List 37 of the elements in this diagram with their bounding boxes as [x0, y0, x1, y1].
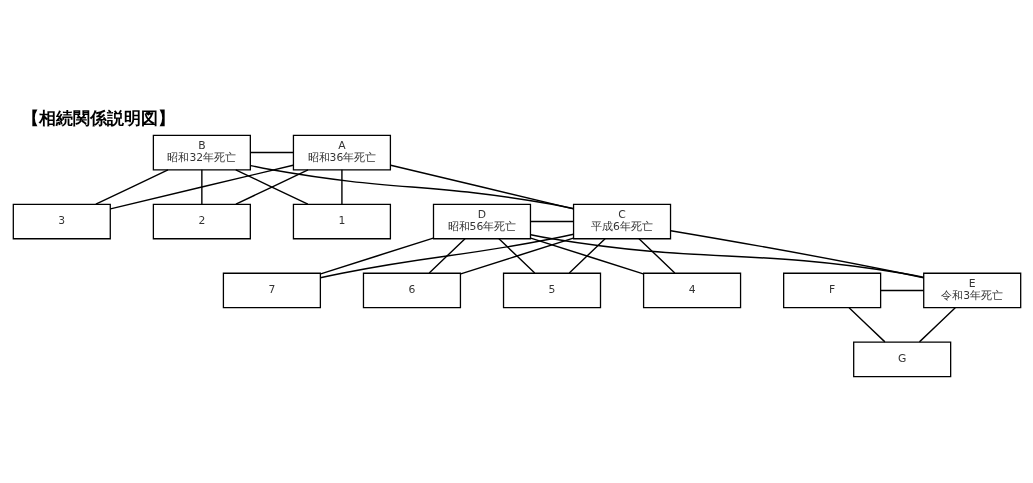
- connector: [497, 237, 535, 274]
- connector: [94, 168, 169, 205]
- node-box: 1: [292, 203, 391, 239]
- connector: [428, 237, 466, 274]
- connector: [200, 168, 203, 205]
- connector: [669, 229, 924, 279]
- connector: [529, 236, 644, 275]
- node-box: B 昭和32年死亡: [152, 134, 251, 170]
- connector: [249, 164, 574, 209]
- connector: [879, 289, 924, 291]
- connector: [109, 164, 294, 210]
- node-box: 4: [642, 272, 741, 308]
- connector: [529, 220, 574, 222]
- node-box: D 昭和56年死亡: [432, 203, 531, 239]
- node-box: G: [852, 341, 951, 377]
- connector: [389, 164, 574, 210]
- connector: [249, 151, 294, 153]
- node-box: 5: [502, 272, 601, 308]
- connector: [529, 233, 924, 278]
- connector: [319, 233, 574, 278]
- node-box: 2: [152, 203, 251, 239]
- connector: [340, 168, 343, 205]
- connector: [918, 306, 956, 343]
- connector: [234, 168, 309, 205]
- connector: [459, 236, 574, 275]
- connector: [847, 306, 886, 343]
- diagram-title: 【相続関係説明図】: [21, 107, 175, 128]
- node-box: A 昭和36年死亡: [292, 134, 391, 170]
- connector: [319, 236, 434, 275]
- node-box: E 令和3年死亡: [922, 272, 1021, 308]
- node-box: 6: [362, 272, 461, 308]
- node-box: F: [782, 272, 881, 308]
- node-box: C 平成6年死亡: [572, 203, 671, 239]
- node-box: 3: [12, 203, 111, 239]
- node-box: 7: [222, 272, 321, 308]
- connector: [568, 237, 606, 274]
- connector: [637, 237, 675, 274]
